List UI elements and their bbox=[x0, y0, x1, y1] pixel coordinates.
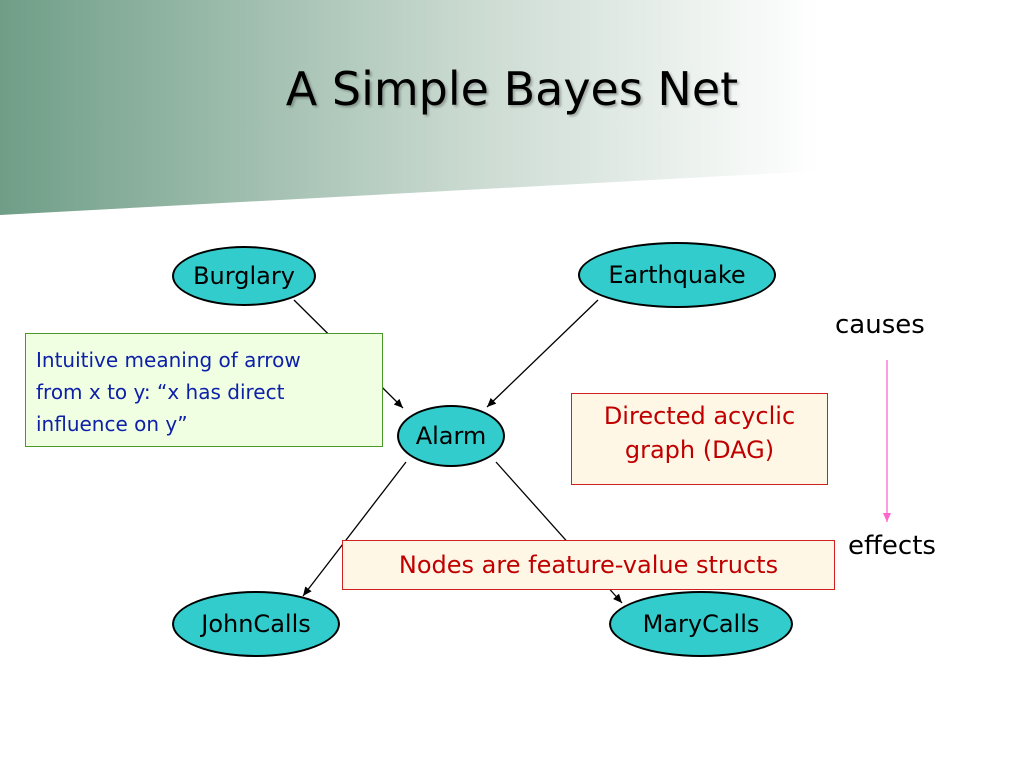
node-alarm: Alarm bbox=[397, 405, 505, 467]
slide-title: A Simple Bayes Net bbox=[285, 62, 739, 116]
intuitive-note-line-3: influence on y” bbox=[36, 412, 188, 436]
node-marycalls: MaryCalls bbox=[609, 591, 793, 657]
intuitive-note-line-2: from x to y: “x has direct bbox=[36, 380, 285, 404]
feature-value-note: Nodes are feature-value structs bbox=[342, 540, 835, 590]
intuitive-meaning-note: Intuitive meaning of arrow from x to y: … bbox=[25, 333, 383, 447]
dag-note-line-1: Directed acyclic bbox=[603, 402, 796, 430]
causes-label: causes bbox=[835, 310, 925, 340]
dag-note: Directed acyclic graph (DAG) bbox=[571, 393, 828, 485]
effects-label: effects bbox=[848, 531, 936, 561]
node-burglary: Burglary bbox=[172, 246, 316, 306]
node-johncalls: JohnCalls bbox=[172, 591, 340, 657]
node-earthquake: Earthquake bbox=[578, 242, 776, 308]
intuitive-note-line-1: Intuitive meaning of arrow bbox=[36, 348, 301, 372]
dag-note-line-2: graph (DAG) bbox=[624, 435, 775, 464]
